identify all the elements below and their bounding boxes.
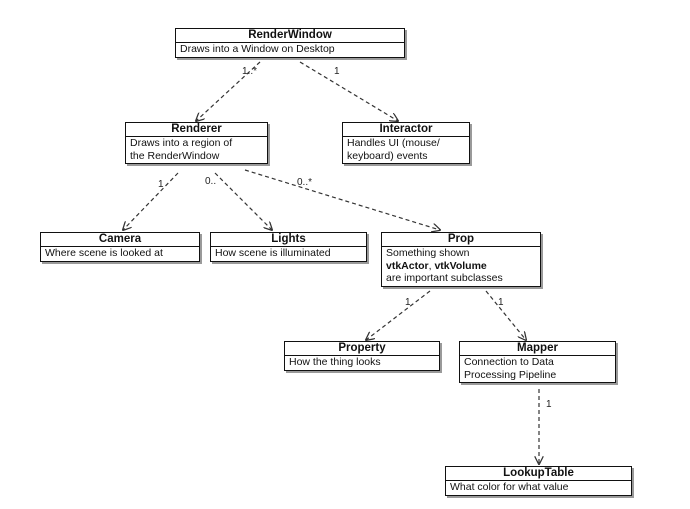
renderwindow-class-box: RenderWindow Draws into a Window on Desk… xyxy=(175,28,405,58)
interactor-title: Interactor xyxy=(343,123,469,137)
renderer-class-box: Renderer Draws into a region of the Rend… xyxy=(125,122,268,164)
prop-description-line1: Something shown xyxy=(386,247,470,259)
prop-title: Prop xyxy=(382,233,540,247)
interactor-description-line1: Handles UI (mouse/ xyxy=(347,137,440,149)
interactor-class-box: Interactor Handles UI (mouse/ keyboard) … xyxy=(342,122,470,164)
lights-class-box: Lights How scene is illuminated xyxy=(210,232,367,262)
mapper-class-box: Mapper Connection to Data Processing Pip… xyxy=(459,341,616,383)
multiplicity-renderwindow-interactor: 1 xyxy=(334,66,340,77)
edge-prop-mapper xyxy=(485,290,526,340)
mapper-description-line2: Processing Pipeline xyxy=(464,368,557,381)
multiplicity-prop-mapper: 1 xyxy=(498,297,504,308)
multiplicity-renderwindow-renderer: 1..* xyxy=(242,66,258,77)
property-title: Property xyxy=(285,342,439,356)
mapper-description-line1: Connection to Data xyxy=(464,356,554,368)
property-class-box: Property How the thing looks xyxy=(284,341,440,371)
lookuptable-title: LookupTable xyxy=(446,467,631,481)
lights-description: How scene is illuminated xyxy=(215,247,331,259)
camera-title: Camera xyxy=(41,233,199,247)
lights-title: Lights xyxy=(211,233,366,247)
prop-subclass-vtkvolume: vtkVolume xyxy=(434,259,487,272)
lookuptable-class-box: LookupTable What color for what value xyxy=(445,466,632,496)
renderer-title: Renderer xyxy=(126,123,267,137)
multiplicity-mapper-lookuptable: 1 xyxy=(546,399,552,410)
lookuptable-description: What color for what value xyxy=(450,481,569,493)
property-description: How the thing looks xyxy=(289,356,381,368)
camera-description: Where scene is looked at xyxy=(45,247,163,259)
multiplicity-renderer-camera: 1 xyxy=(158,179,164,190)
edge-renderer-camera xyxy=(123,172,179,230)
camera-class-box: Camera Where scene is looked at xyxy=(40,232,200,262)
edge-renderer-lights xyxy=(214,172,272,230)
edge-renderwindow-renderer xyxy=(196,61,261,121)
multiplicity-renderer-prop: 0..* xyxy=(297,177,313,188)
renderwindow-description: Draws into a Window on Desktop xyxy=(180,43,335,55)
interactor-description-line2: keyboard) events xyxy=(347,149,428,162)
edge-renderer-prop xyxy=(244,169,440,230)
prop-subclass-separator: , xyxy=(428,259,435,272)
mapper-title: Mapper xyxy=(460,342,615,356)
renderer-description-line2: the RenderWindow xyxy=(130,149,220,162)
edge-prop-property xyxy=(366,290,431,340)
prop-description-line3: are important subclasses xyxy=(386,272,503,284)
multiplicity-prop-property: 1 xyxy=(405,297,411,308)
edge-renderwindow-interactor xyxy=(299,61,398,121)
prop-subclass-vtkactor: vtkActor xyxy=(386,259,429,272)
renderer-description-line1: Draws into a region of xyxy=(130,137,233,149)
prop-class-box: Prop Something shown vtkActor, vtkVolume… xyxy=(381,232,541,287)
renderwindow-title: RenderWindow xyxy=(176,29,404,43)
prop-description-line2: vtkActor, vtkVolume xyxy=(386,260,536,273)
multiplicity-renderer-lights: 0.. xyxy=(205,176,217,187)
